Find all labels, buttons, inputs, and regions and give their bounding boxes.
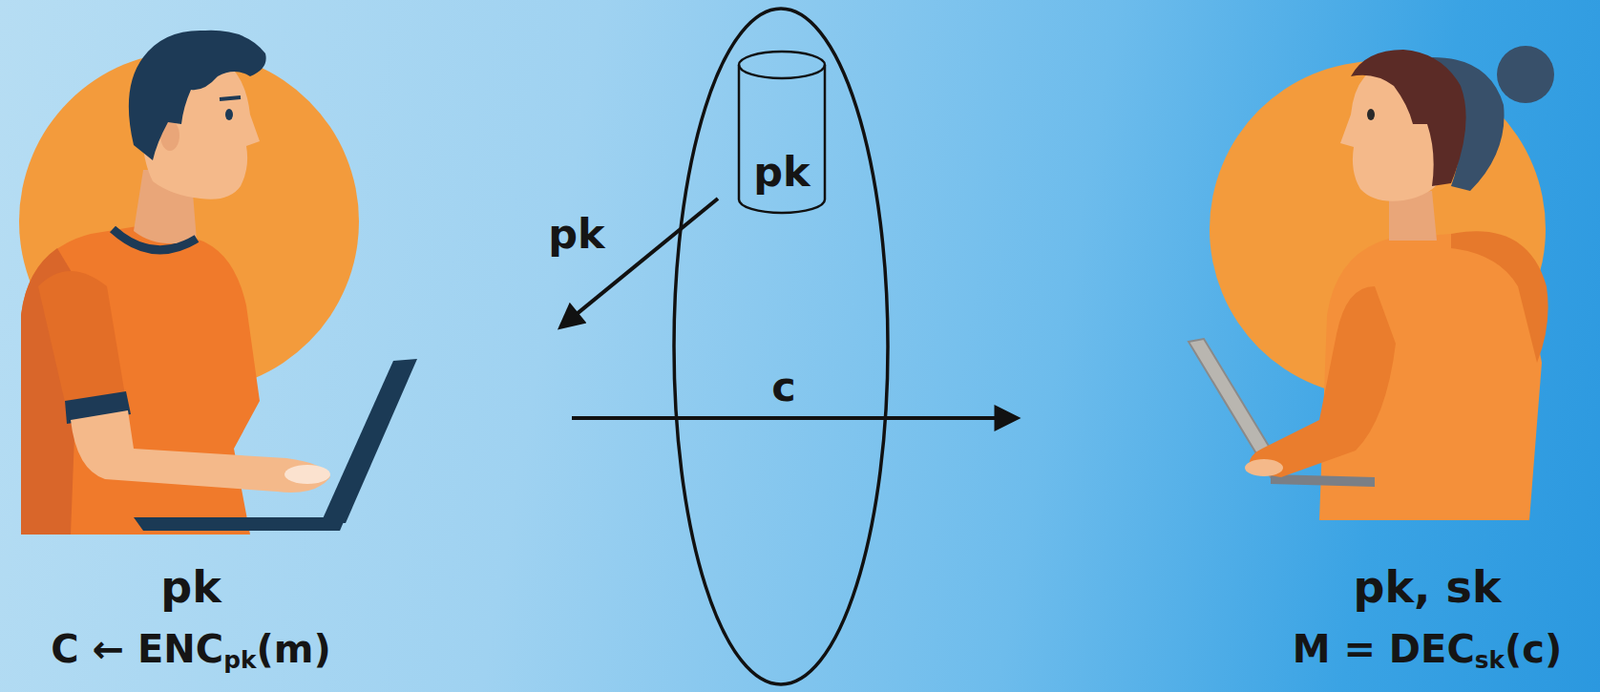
hair-bun xyxy=(1496,45,1555,104)
formula-part: ENC xyxy=(137,627,224,672)
sleeve xyxy=(38,271,127,411)
hair xyxy=(1350,49,1467,187)
eyebrow xyxy=(219,97,241,100)
arm xyxy=(1249,286,1396,478)
receiver-illustration xyxy=(1188,45,1555,521)
key-label: pk xyxy=(7,562,375,613)
formula-label: M = DECsk(c) xyxy=(1255,627,1600,675)
formula-part: C ← xyxy=(50,627,138,672)
edge-label: pk xyxy=(547,210,605,258)
hand xyxy=(1244,459,1284,477)
laptop-base xyxy=(133,517,346,531)
collar xyxy=(112,229,197,251)
receiver-figure: pk, sk M = DECsk(c) xyxy=(1023,28,1600,688)
sender-figure: pkC ← ENCpk(m) xyxy=(0,28,556,688)
formula-part: (c) xyxy=(1504,627,1562,672)
edge-label: c xyxy=(771,363,797,411)
formula-part: (m) xyxy=(255,627,331,672)
formula-part: M = xyxy=(1292,627,1390,672)
key-store-cylinder: pk xyxy=(736,49,827,215)
key-label: pk xyxy=(736,148,827,196)
eye xyxy=(1367,108,1375,121)
hood xyxy=(1451,231,1549,363)
eye xyxy=(225,108,233,121)
laptop-base xyxy=(1270,474,1375,487)
subscript: pk xyxy=(223,646,256,674)
laptop-screen xyxy=(320,358,418,524)
cylinder-top xyxy=(738,51,825,79)
hair xyxy=(128,30,267,161)
key-label: pk, sk xyxy=(1255,562,1600,613)
sender-illustration xyxy=(19,30,418,535)
hand xyxy=(284,464,331,485)
arm xyxy=(70,410,331,493)
shirt xyxy=(21,225,260,535)
subscript: sk xyxy=(1474,646,1505,674)
formula-label: C ← ENCpk(m) xyxy=(7,627,375,675)
formula-part: DEC xyxy=(1389,627,1475,672)
ciphertext-arrow xyxy=(571,416,1005,421)
channel-ellipse xyxy=(673,8,888,685)
